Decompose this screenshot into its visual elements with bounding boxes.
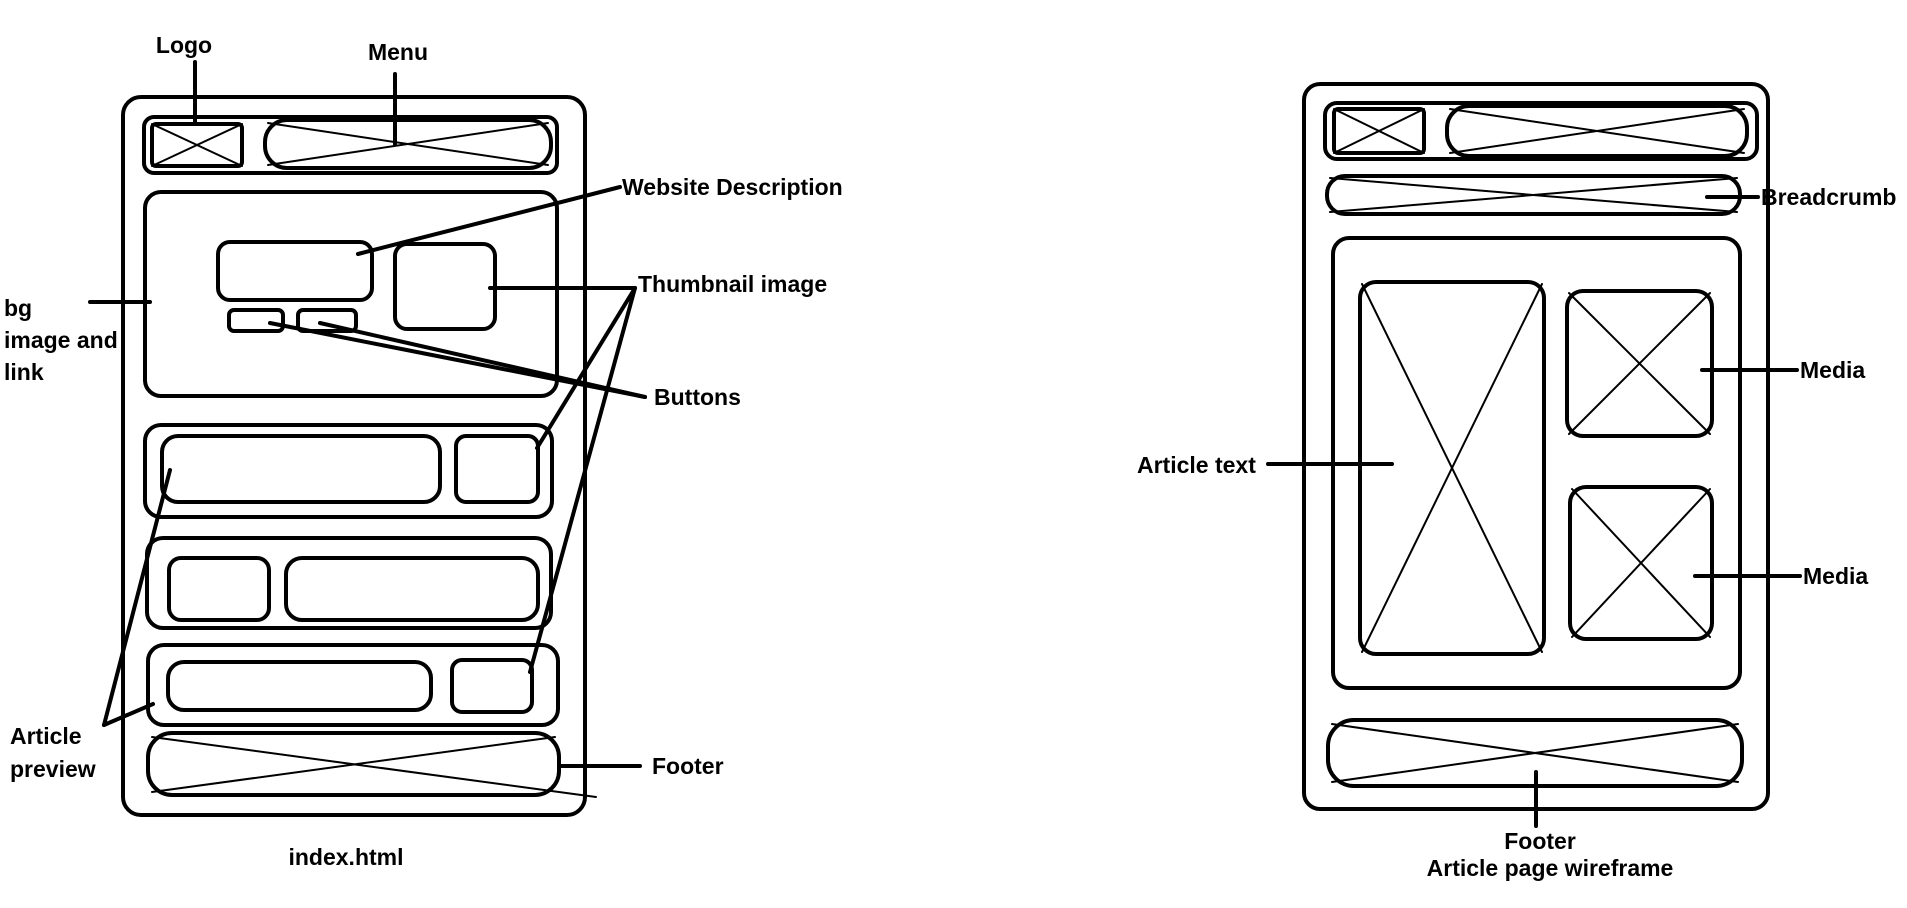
media-placeholder-top — [1565, 289, 1714, 438]
website-description-box — [216, 240, 374, 302]
article-header-box — [1323, 101, 1759, 161]
article-preview-line-2: preview — [10, 756, 96, 782]
article-preview-callout-line-2 — [102, 702, 155, 727]
breadcrumb-placeholder — [1325, 174, 1742, 216]
article-text-label: Article text — [1137, 452, 1256, 478]
bg-image-and-link-label: bg image and link — [4, 295, 124, 385]
media-bottom-label: Media — [1803, 563, 1868, 589]
bg-label-line-3: link — [4, 359, 44, 385]
index-caption: index.html — [288, 844, 403, 870]
hero-section — [143, 190, 559, 398]
article-content-area — [1331, 236, 1742, 690]
buttons-label: Buttons — [654, 384, 741, 410]
article-logo-placeholder — [1332, 107, 1426, 155]
article-preview-callout-line-1 — [102, 468, 172, 727]
index-footer-label: Footer — [652, 753, 724, 779]
bg-label-line-2: image and — [4, 327, 118, 353]
article-wireframe: Breadcrumb Media Article text Media Foot… — [1137, 82, 1896, 881]
article-preview-row-2 — [145, 536, 553, 630]
logo-placeholder — [150, 122, 244, 168]
logo-label: Logo — [156, 32, 212, 58]
menu-placeholder — [263, 118, 553, 170]
thumbnail-image-label: Thumbnail image — [638, 271, 827, 297]
index-header-box — [142, 115, 559, 175]
article-caption: Article page wireframe — [1427, 855, 1674, 881]
buttons-callout-line-2 — [318, 321, 647, 399]
article-menu-placeholder — [1445, 104, 1749, 158]
article-preview-label: Article preview — [10, 723, 96, 782]
index-footer-placeholder — [146, 731, 597, 798]
media-placeholder-bottom — [1568, 485, 1714, 641]
breadcrumb-label: Breadcrumb — [1761, 184, 1896, 210]
article-preview-row-3 — [146, 643, 560, 727]
description-callout-line — [356, 185, 622, 256]
article-preview-line-1: Article — [10, 723, 82, 749]
article-text-placeholder — [1358, 280, 1546, 656]
hero-button-2 — [296, 308, 358, 333]
bg-label-line-1: bg — [4, 295, 32, 321]
thumbnail-callout-line-2 — [535, 286, 637, 450]
menu-label: Menu — [368, 39, 428, 65]
thumbnail-callout-line-3 — [528, 286, 637, 674]
article-footer-label: Footer — [1504, 828, 1576, 854]
index-wireframe: Logo Menu Website Description Thumbnail … — [4, 32, 843, 870]
article-preview-row-1 — [143, 423, 554, 519]
hero-button-1 — [227, 308, 285, 333]
media-top-label: Media — [1800, 357, 1865, 383]
index-page-outline — [121, 95, 587, 817]
thumbnail-box — [393, 242, 497, 331]
article-page-outline — [1302, 82, 1770, 811]
website-description-label: Website Description — [622, 174, 843, 200]
